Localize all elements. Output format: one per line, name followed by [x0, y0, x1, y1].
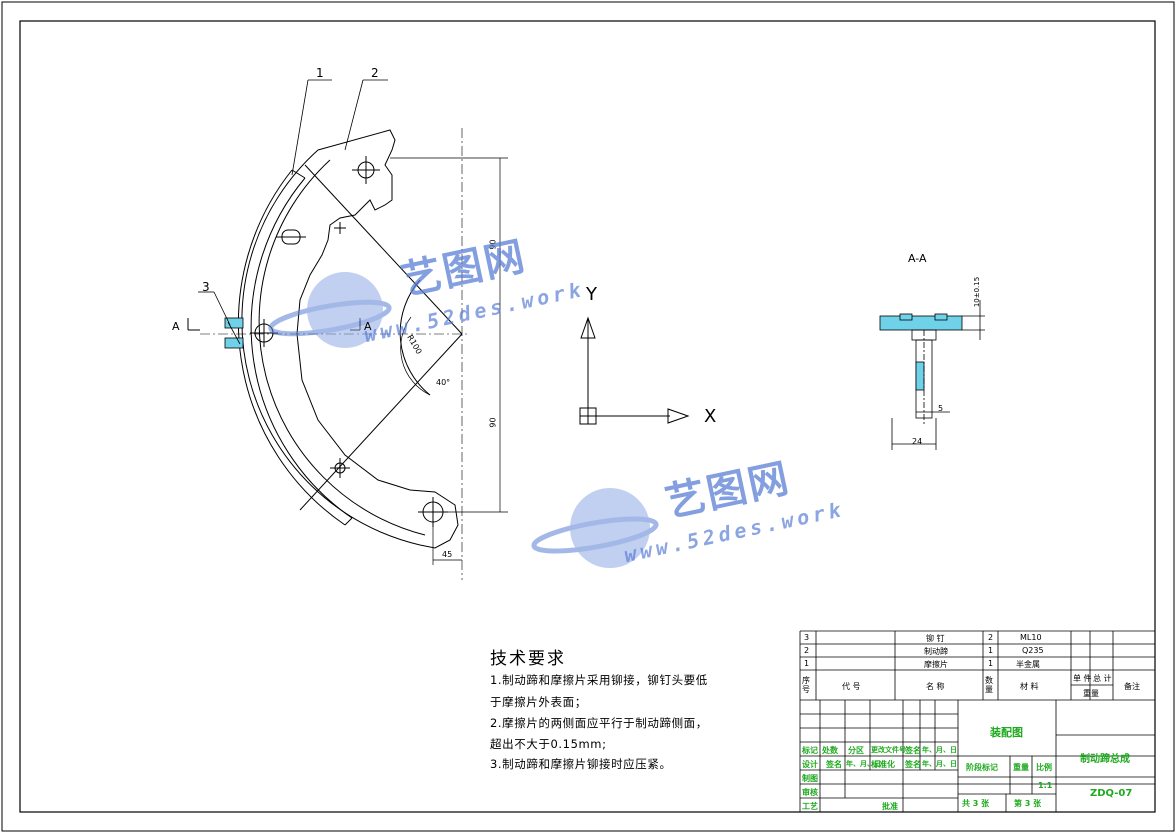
bom-qty: 1: [988, 659, 994, 668]
dim-section-width: 24: [912, 437, 923, 446]
dim-bottom-offset: 45: [442, 550, 453, 559]
bom-seq: 3: [804, 633, 810, 642]
drawing-type: 装配图: [990, 726, 1023, 739]
friction-lining: [237, 169, 353, 526]
title-block-grid: [799, 700, 1155, 812]
axis-x-label: X: [704, 406, 717, 427]
bom-seq: 1: [804, 659, 810, 668]
bom-grid: [799, 630, 1155, 701]
bom-material: Q235: [1022, 646, 1044, 655]
col-label-zone: 分区: [848, 746, 864, 755]
sheet-count: 共 3 张: [962, 799, 990, 808]
part-label-2: 2: [371, 66, 379, 80]
design-sub-date: 年、月、日: [846, 760, 881, 768]
drawing-number: ZDQ-07: [1090, 788, 1133, 799]
bom-header-total: 总 计: [1093, 674, 1112, 683]
row-label-design: 设计: [802, 760, 818, 769]
watermark-globe-1: [268, 272, 392, 348]
bom-name: 摩擦片: [924, 660, 948, 669]
brake-shoe: [241, 129, 463, 549]
bom-qty: 2: [988, 633, 994, 642]
tech-req-line: 于摩擦片外表面；: [490, 695, 587, 709]
col-label-date: 年、月、日: [922, 746, 957, 754]
coordinate-axes: [579, 316, 690, 425]
axis-y-label: Y: [586, 284, 597, 305]
bom-header-name: 名 称: [926, 682, 945, 691]
bom-qty: 1: [988, 646, 994, 655]
bom-material: ML10: [1020, 633, 1042, 642]
dim-section-height: 10±0.15: [973, 276, 982, 308]
tech-req-line: 超出不大于0.15mm;: [490, 737, 607, 751]
bom-header-seq: 序号: [802, 676, 810, 694]
bom-material: 半金属: [1016, 660, 1040, 669]
design-sub-sign2: 签名: [905, 760, 921, 769]
stage-label: 阶段标记: [966, 763, 998, 772]
section-view-title: A-A: [908, 252, 927, 265]
part-label-3: 3: [202, 280, 210, 294]
bom-name: 制动蹄: [924, 647, 948, 656]
bom-name: 铆 钉: [926, 634, 945, 643]
bom-header-remark: 备注: [1124, 682, 1140, 691]
bom-header-material: 材 料: [1020, 682, 1039, 691]
weight-label: 重量: [1013, 763, 1029, 772]
design-sub-std: 标准化: [871, 760, 895, 769]
bom-header-qty: 数量: [985, 676, 993, 694]
dim-section-small: 5: [938, 404, 944, 413]
tech-req-line: 1.制动蹄和摩擦片采用铆接，铆钉头要低: [490, 673, 708, 687]
row-label-process: 工艺: [802, 802, 818, 811]
tech-req-line: 3.制动蹄和摩擦片铆接时应压紧。: [490, 757, 672, 771]
row-label-mark: 标记: [802, 746, 818, 755]
part-label-1: 1: [316, 66, 324, 80]
row-label-drawing: 制图: [802, 774, 818, 783]
tech-req-title: 技术要求: [490, 649, 566, 669]
bom-header-unit: 单 件: [1073, 674, 1092, 683]
inner-frame: [19, 20, 1156, 813]
watermark-globe-2: [531, 488, 659, 568]
scale-value: 1:1: [1038, 781, 1053, 790]
bom-seq: 2: [804, 646, 810, 655]
design-sub-date2: 年、月、日: [922, 760, 957, 768]
col-label-change: 更改文件号: [871, 746, 906, 754]
col-label-count: 处数: [822, 746, 838, 755]
dim-angle: 40°: [436, 378, 451, 387]
rivet-section: [224, 317, 244, 349]
drawing-name: 制动蹄总成: [1080, 754, 1130, 765]
section-aa-view: [879, 300, 985, 450]
bom-header-code: 代 号: [842, 682, 861, 691]
row-label-review: 审核: [802, 788, 818, 797]
col-label-sign: 签名: [905, 746, 921, 755]
section-mark-right: A: [364, 320, 372, 333]
dim-bottom-height: 90: [488, 417, 498, 428]
approve-label: 批准: [882, 802, 898, 811]
design-sub-sign: 签名: [826, 760, 842, 769]
sheet-number: 第 3 张: [1014, 799, 1042, 808]
bom-header-weight: 重量: [1083, 689, 1099, 698]
section-mark-left: A: [172, 320, 180, 333]
tech-req-line: 2.摩擦片的两侧面应平行于制动蹄侧面，: [490, 716, 708, 730]
scale-label: 比例: [1036, 763, 1052, 772]
